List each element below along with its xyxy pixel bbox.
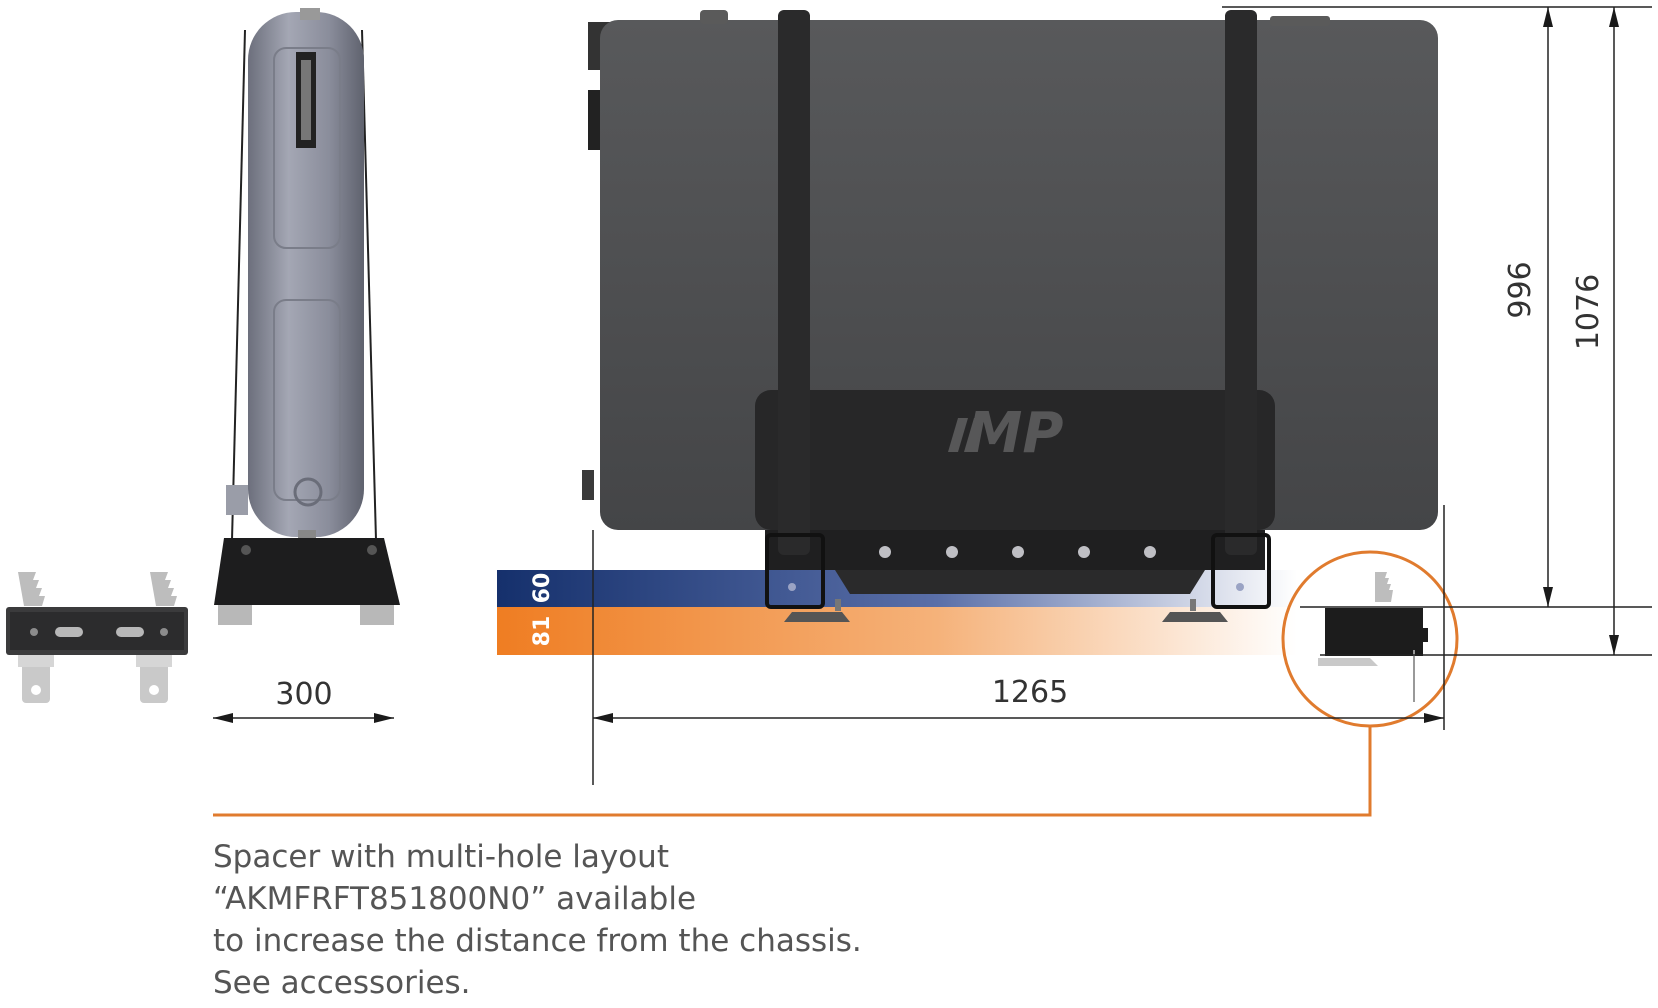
bracket-icon — [6, 572, 188, 703]
dimension-tank-height-label: 996 — [1503, 261, 1538, 318]
mp-logo-stripes — [948, 418, 984, 452]
spacer-caption: Spacer with multi-hole layout “AKMFRFT85… — [213, 836, 862, 1004]
main-tank: MP — [582, 10, 1438, 622]
band-orange-label: 81 — [530, 616, 555, 647]
mount-holes — [879, 546, 1156, 558]
dimension-lines — [213, 6, 1652, 785]
caption-line-3: to increase the distance from the chassi… — [213, 923, 862, 959]
side-view-tank — [214, 8, 400, 625]
spacer-detail — [1318, 572, 1428, 702]
mp-logo-icon: MP — [967, 401, 1064, 466]
dimension-length-label: 1265 — [992, 675, 1068, 710]
callout-leader-line — [213, 726, 1372, 817]
band-blue-label: 60 — [530, 573, 555, 604]
caption-line-4: See accessories. — [213, 965, 471, 1001]
caption-line-2: “AKMFRFT851800N0” available — [213, 881, 697, 917]
band-orange — [497, 607, 1297, 655]
caption-line-1: Spacer with multi-hole layout — [213, 839, 669, 875]
dimension-total-height-label: 1076 — [1571, 274, 1606, 350]
dimension-side-width-label: 300 — [275, 677, 332, 712]
